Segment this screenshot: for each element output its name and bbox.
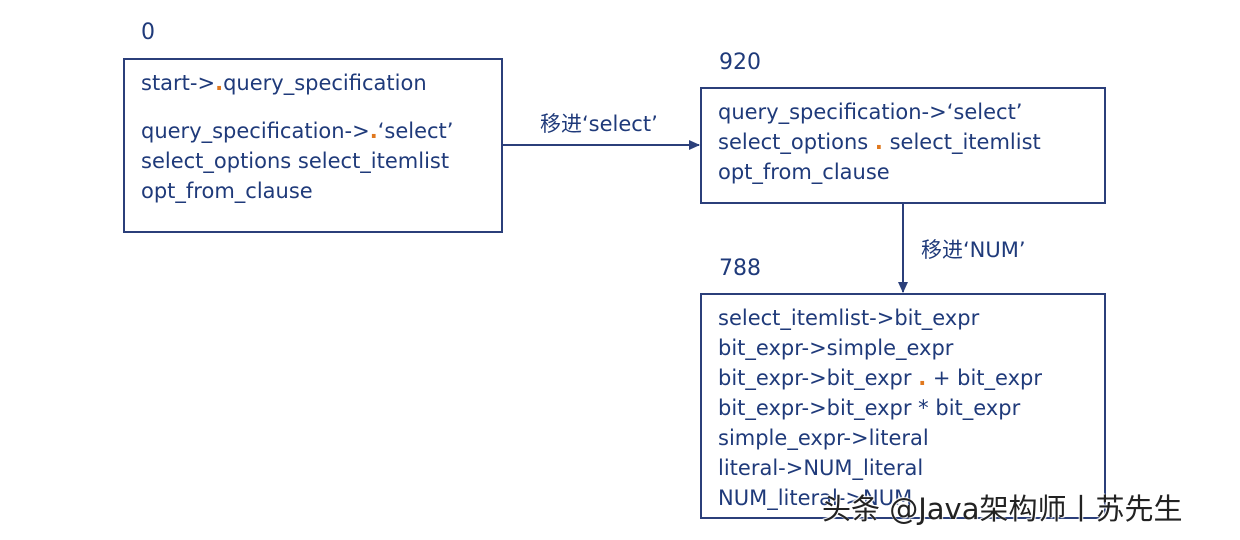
dot-marker: . (215, 71, 224, 95)
state-0-label: 0 (141, 20, 155, 45)
item-line: opt_from_clause (141, 179, 313, 203)
item-line: NUM_literal->NUM (718, 486, 913, 510)
state-788-box: select_itemlist->bit_expr bit_expr->simp… (700, 293, 1106, 519)
item-line: bit_expr->simple_expr (718, 336, 954, 360)
item-line: bit_expr->bit_expr * bit_expr (718, 396, 1021, 420)
item-line: query_specification->.‘select’ (141, 119, 454, 143)
state-788-label: 788 (719, 256, 761, 281)
item-line: simple_expr->literal (718, 426, 929, 450)
edge-label-shift-num: 移进‘NUM’ (921, 238, 1026, 262)
edge-label-shift-select: 移进‘select’ (540, 112, 658, 136)
dot-marker: . (369, 119, 378, 143)
item-line: query_specification->‘select’ (718, 100, 1023, 124)
item-line: literal->NUM_literal (718, 456, 924, 480)
item-line: select_itemlist->bit_expr (718, 306, 980, 330)
state-0-box: start->.query_specification query_specif… (123, 58, 503, 233)
watermark: 头条 @Java架构师丨苏先生 (822, 492, 1183, 526)
item-line: bit_expr->bit_expr . + bit_expr (718, 366, 1042, 390)
dot-marker: . (874, 130, 883, 154)
item-line: opt_from_clause (718, 160, 890, 184)
item-line: select_options . select_itemlist (718, 130, 1041, 154)
state-920-label: 920 (719, 50, 761, 75)
item-line: start->.query_specification (141, 71, 427, 95)
state-920-box: query_specification->‘select’ select_opt… (700, 87, 1106, 204)
dot-marker: . (918, 366, 927, 390)
item-line: select_options select_itemlist (141, 149, 450, 173)
